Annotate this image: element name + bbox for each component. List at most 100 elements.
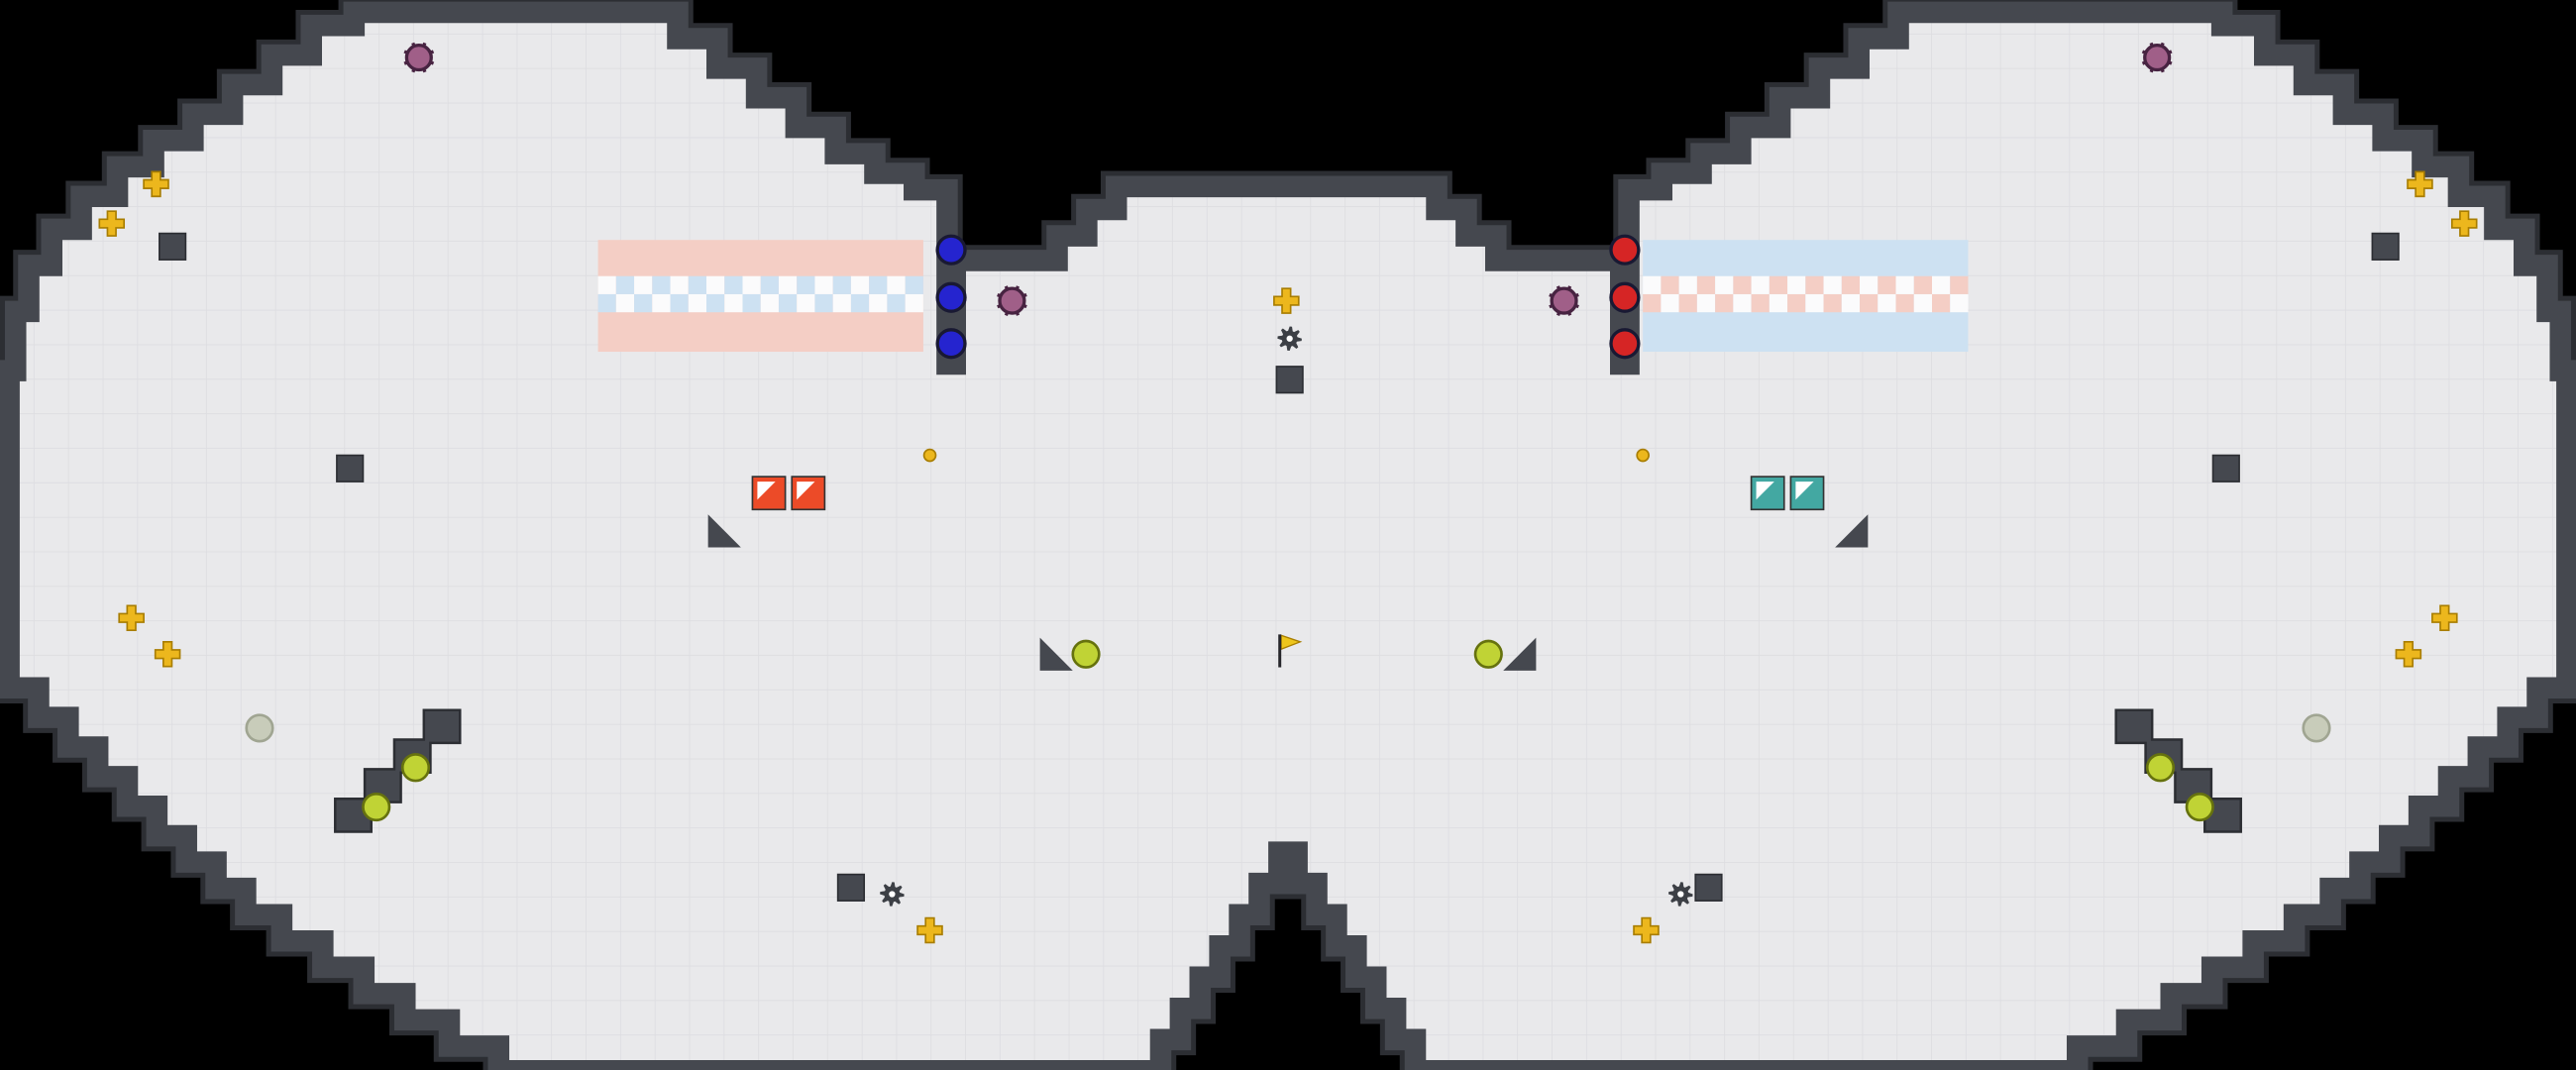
banner-checker-cell (1932, 275, 1951, 294)
slope-block (1503, 637, 1537, 671)
gear-hub (1286, 335, 1293, 342)
banner-checker-cell (1678, 293, 1697, 313)
banner-checker-cell (850, 275, 870, 294)
teal-block-icon (1750, 476, 1785, 511)
gold-icon (1633, 916, 1660, 944)
banner-checker-cell (706, 275, 725, 294)
wall-block (159, 232, 187, 261)
banner-checker-cell (797, 275, 815, 294)
wall-block (336, 454, 365, 482)
banner-checker-cell (724, 275, 743, 294)
corner-block-fold (1756, 482, 1774, 500)
banner-checker-cell (832, 275, 851, 294)
mine-body (404, 43, 433, 72)
banner-checker-cell (887, 293, 906, 313)
green-ball (362, 792, 391, 822)
banner-checker-cell (1860, 275, 1878, 294)
banner-checker-cell (1787, 293, 1806, 313)
gear-hub (889, 891, 896, 898)
mine-icon (997, 285, 1027, 316)
banner-checker-cell (1895, 293, 1914, 313)
banner-checker-cell (1715, 293, 1734, 313)
green-ball (1071, 639, 1101, 669)
banner-checker-cell (1878, 293, 1896, 313)
banner-checker-cell (760, 275, 779, 294)
banner-checker-cell (634, 275, 653, 294)
mine-body (998, 286, 1026, 315)
banner-checker-cell (742, 293, 761, 313)
banner-checker-cell (1643, 275, 1662, 294)
banner-checker-cell (670, 275, 689, 294)
corner-block-fold (797, 482, 815, 500)
banner-checker-cell (652, 275, 671, 294)
green-ball (400, 753, 431, 783)
banner-checker-cell (1913, 293, 1932, 313)
banner-checker-cell (869, 293, 888, 313)
wall-block (2371, 232, 2400, 261)
mine-body (1550, 286, 1578, 315)
banner-checker-cell (1661, 293, 1679, 313)
green-ball (2145, 753, 2176, 783)
corner-block-fold (1795, 482, 1814, 500)
banner-checker-cell (688, 293, 707, 313)
banner-checker-cell (1769, 293, 1788, 313)
banner-checker-cell (1769, 275, 1788, 294)
gold-icon (118, 604, 145, 632)
slope-block (1039, 637, 1073, 671)
gear-icon (1668, 882, 1693, 907)
banner-checker-cell (688, 275, 707, 294)
banner-checker-cell (905, 275, 923, 294)
banner-checker-cell (1751, 293, 1770, 313)
banner-checker-cell (850, 293, 870, 313)
red-orb-icon (1609, 281, 1641, 313)
team-banner-right (1643, 240, 1969, 353)
banner-checker-cell (1823, 293, 1842, 313)
pale-ball (2302, 713, 2331, 743)
wall-block (2211, 454, 2240, 482)
slope-block (1835, 514, 1869, 548)
banner-checker-cell (1950, 293, 1969, 313)
map-entities (98, 42, 2478, 944)
flag-icon (1278, 634, 1303, 668)
wall-block (1275, 366, 1304, 394)
banner-checker-cell (1878, 275, 1896, 294)
green-ball (1473, 639, 1503, 669)
gold-icon (2431, 604, 2458, 632)
gear-icon (1277, 326, 1302, 352)
banner-checker-cell (724, 293, 743, 313)
banner-checker-cell (1661, 275, 1679, 294)
gold-icon (916, 916, 943, 944)
mine-icon (1549, 285, 1579, 316)
banner-checker-cell (1860, 293, 1878, 313)
banner-checker-cell (814, 293, 833, 313)
banner-checker-cell (742, 275, 761, 294)
green-ball (2185, 792, 2214, 822)
banner-checker-cell (814, 275, 833, 294)
red-block-icon (751, 476, 787, 511)
gold-icon (143, 170, 169, 198)
banner-checker-cell (1841, 293, 1861, 313)
banner-checker-cell (615, 275, 635, 294)
wall-block (836, 873, 866, 902)
team-banner-left (597, 240, 923, 353)
blue-orb-icon (935, 328, 967, 360)
blue-orb-icon (935, 234, 967, 266)
team-banners (597, 240, 1969, 353)
banner-checker-cell (1696, 293, 1716, 313)
flag-pole (1278, 634, 1282, 668)
banner-checker-cell (1950, 275, 1969, 294)
gear-hub (1677, 891, 1684, 898)
gear-icon (880, 882, 905, 907)
banner-checker-cell (652, 293, 671, 313)
gold-icon (2407, 170, 2433, 198)
mine-icon (403, 42, 435, 73)
small-gold-dot (922, 448, 937, 463)
gold-icon (154, 641, 181, 668)
red-orb-icon (1609, 234, 1641, 266)
banner-checker-cell (1823, 275, 1842, 294)
banner-checker-cell (1715, 275, 1734, 294)
banner-checker-cell (706, 293, 725, 313)
banner-checker-cell (1678, 275, 1697, 294)
